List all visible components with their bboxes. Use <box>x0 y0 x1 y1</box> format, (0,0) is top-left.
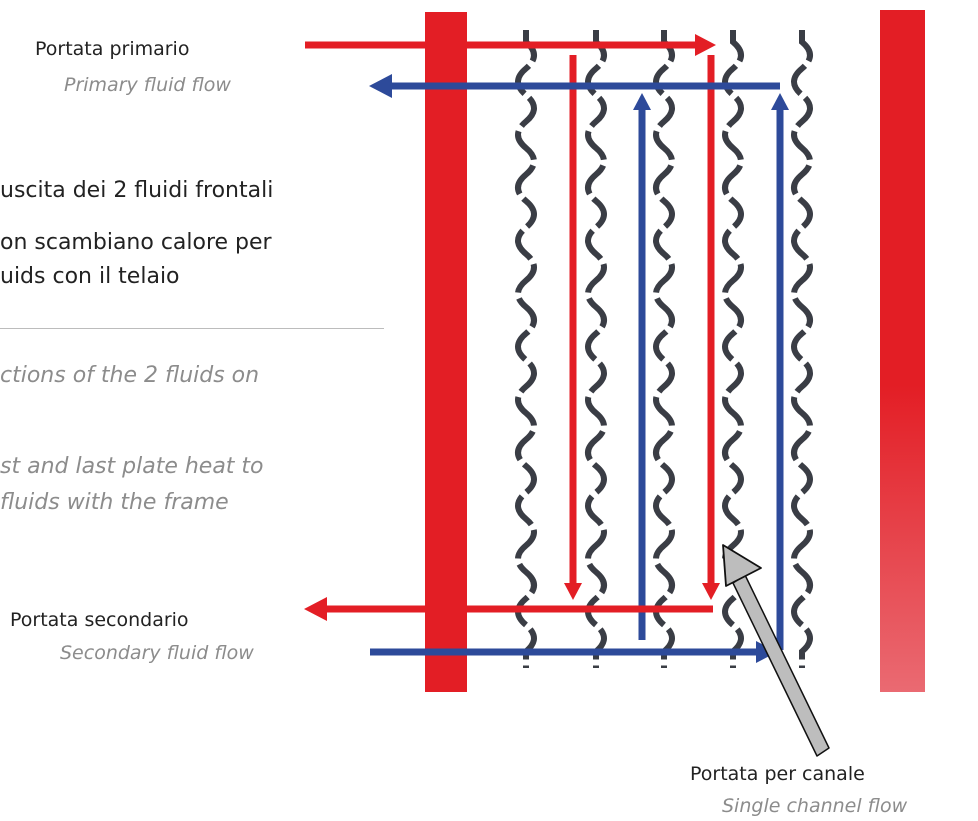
pressure-plate <box>880 10 925 692</box>
channel-flows <box>564 55 789 650</box>
description-en-line-1: ctions of the 2 fluids on <box>0 363 260 388</box>
description-line-3: uids con il telaio <box>0 264 180 289</box>
corrugated-plate-3 <box>653 30 675 668</box>
divider-line <box>0 328 384 329</box>
primary-flow-label: Portata primario <box>35 38 190 60</box>
primary-inlet-arrowhead <box>695 34 716 56</box>
secondary-flow-label: Portata secondario <box>10 609 189 631</box>
hot-channel-arrowhead-1 <box>564 583 582 600</box>
hot-channel-arrowhead-2 <box>702 583 720 600</box>
channel-flow-label-en: Single channel flow <box>722 795 908 817</box>
corrugated-plate-2 <box>585 30 607 668</box>
description-line-2: on scambiano calore per <box>0 230 272 255</box>
corrugated-plate-5 <box>791 30 813 668</box>
main-flows <box>304 34 780 663</box>
corrugated-plates <box>515 30 813 668</box>
channel-flow-label: Portata per canale <box>690 763 865 785</box>
description-line-1: uscita dei 2 fluidi frontali <box>0 178 274 203</box>
cold-channel-arrowhead-1 <box>633 93 651 110</box>
secondary-outlet-arrowhead <box>369 74 392 98</box>
primary-flow-label-en: Primary fluid flow <box>64 74 231 96</box>
description-en-line-2: st and last plate heat to <box>0 454 264 479</box>
channel-pointer-arrow <box>722 544 830 757</box>
corrugated-plate-1 <box>515 30 537 668</box>
cold-channel-arrowhead-2 <box>771 93 789 110</box>
fixed-frame-plate <box>425 12 467 692</box>
description-en-line-3: fluids with the frame <box>0 490 229 515</box>
secondary-flow-label-en: Secondary fluid flow <box>60 642 254 664</box>
primary-outlet-arrowhead <box>304 597 327 621</box>
